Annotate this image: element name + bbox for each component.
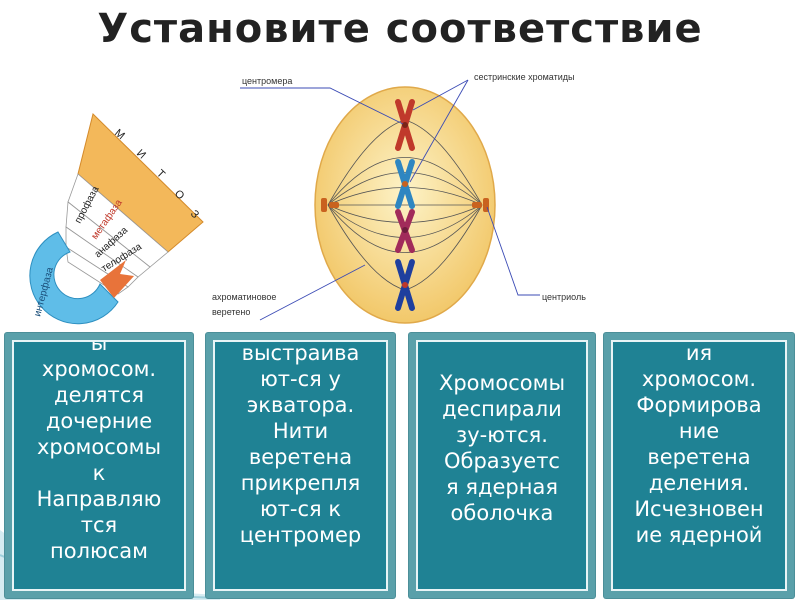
answer-card-3-inner: Хромосомы деспирали зу-ются. Образуетс я… [416, 340, 588, 591]
spindle-fibers [327, 119, 483, 291]
chromosome-magenta [395, 209, 415, 253]
pointer-spindle [259, 264, 366, 321]
centriole-left [321, 198, 339, 212]
answer-card-2-inner: выстраива ют-ся у экватора. Нити веретен… [213, 340, 388, 591]
chromosome-darkblue [395, 259, 415, 311]
chromosome-red [395, 99, 415, 151]
answer-card-4[interactable]: ия хромосом. Формирова ние веретена деле… [604, 333, 794, 598]
answer-card-3-text: Хромосомы деспирали зу-ются. Образуетс я… [438, 371, 566, 525]
fan-arrow-icon [100, 260, 134, 298]
label-sister-chromatids: сестринские хроматиды [474, 72, 575, 82]
pointer-centriole [486, 206, 540, 296]
answer-card-3[interactable]: Хромосомы деспирали зу-ются. Образуетс я… [409, 333, 595, 598]
fan-interphase-ring [29, 231, 119, 325]
answer-card-1[interactable]: ы хромосом. делятся дочерние хромосомы к… [5, 333, 193, 598]
label-centriole: центриоль [542, 292, 586, 302]
answer-card-4-text: ия хромосом. Формирова ние веретена деле… [634, 341, 764, 547]
label-spindle: ахроматиновое веретено [212, 292, 277, 317]
answer-card-4-inner: ия хромосом. Формирова ние веретена деле… [611, 340, 787, 591]
answer-card-1-inner: ы хромосом. делятся дочерние хромосомы к… [12, 340, 186, 591]
answer-card-1-text: ы хромосом. делятся дочерние хромосомы к… [36, 340, 162, 563]
pointer-sister-chromatids [412, 79, 469, 111]
pointer-centromere [240, 87, 404, 125]
mitosis-phase-fan: М И Т О З профаза метафаза анафаза телоф… [29, 113, 204, 325]
metaphase-cell-diagram [240, 79, 540, 324]
chromosome-blue [395, 159, 415, 209]
answer-card-2-text: выстраива ют-ся у экватора. Нити веретен… [239, 341, 362, 547]
pointer-sister-chromatids [409, 79, 469, 183]
slide-title: Установите соответствие [97, 6, 703, 52]
answer-card-2[interactable]: выстраива ют-ся у экватора. Нити веретен… [206, 333, 395, 598]
label-centromere: центромера [242, 76, 293, 86]
